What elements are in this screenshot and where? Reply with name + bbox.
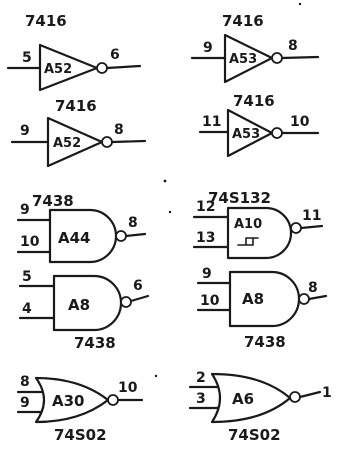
- nand-gate-g5: 7438 9 10 A44 8: [16, 192, 147, 264]
- input-pin-a: 9: [202, 266, 212, 282]
- inverter-gate-g4: 7416 11 A53 10: [198, 92, 320, 158]
- nand-gate-g8: 9 10 A8 8 7438: [196, 266, 328, 351]
- input-pin-b: 13: [196, 230, 215, 246]
- inverter-gate-g2: 7416 9 A53 8: [190, 12, 320, 84]
- part-number: 7416: [233, 92, 275, 110]
- part-number: 74S02: [54, 426, 107, 444]
- output-wire: [307, 294, 328, 301]
- schmitt-hysteresis-icon: [237, 237, 259, 246]
- input-pin-a: 9: [20, 202, 30, 218]
- inverter-gate-g1: 7416 5 A52 6: [6, 12, 142, 92]
- inverter-gate-g3: 7416 9 A52 8: [10, 97, 147, 168]
- output-wire: [110, 139, 147, 144]
- output-pin: 8: [128, 215, 138, 231]
- part-number: 74S132: [208, 189, 271, 207]
- gate-label: A8: [68, 296, 90, 314]
- inverter-body: [223, 33, 274, 84]
- inverting-bubble: [289, 391, 301, 403]
- scan-speck: [168, 210, 172, 214]
- gate-label: A53: [229, 52, 257, 67]
- input-pin-a: 2: [196, 370, 206, 386]
- part-number: 7438: [32, 192, 74, 210]
- gate-label: A6: [232, 390, 254, 408]
- nand-body: [228, 270, 301, 328]
- input-pin-b: 4: [22, 301, 32, 317]
- input-pin-b: 3: [196, 391, 206, 407]
- output-pin: 11: [302, 208, 321, 224]
- part-number: 7416: [25, 12, 67, 30]
- output-pin: 8: [308, 280, 318, 296]
- nor-body: [34, 376, 110, 424]
- input-pin-a: 5: [22, 269, 32, 285]
- input-pin-a: 8: [20, 374, 30, 390]
- input-pin-b: 10: [20, 234, 40, 250]
- scan-speck: [298, 2, 302, 6]
- part-number: 74S02: [228, 426, 281, 444]
- input-pin: 9: [203, 40, 213, 56]
- input-pin-b: 9: [20, 395, 30, 411]
- gate-label: A44: [58, 229, 90, 247]
- inverting-bubble: [115, 230, 127, 242]
- inverting-bubble: [96, 62, 108, 74]
- output-wire: [299, 224, 324, 230]
- nor-gate-g9: 8 9 A30 10 74S02: [16, 374, 144, 444]
- output-wire: [298, 390, 322, 399]
- output-pin: 6: [133, 278, 143, 294]
- scan-speck: [163, 179, 167, 183]
- gate-label: A30: [52, 392, 84, 410]
- output-pin: 6: [110, 47, 120, 63]
- gate-label: A10: [234, 217, 262, 232]
- output-wire: [129, 294, 150, 303]
- nand-schmitt-gate-g6: 74S132 12 13 A10 11: [192, 189, 324, 260]
- output-wire: [124, 232, 147, 238]
- output-pin: 1: [322, 385, 332, 401]
- gate-label: A52: [53, 136, 81, 151]
- inverting-bubble: [120, 296, 132, 308]
- inverting-bubble: [290, 222, 302, 234]
- gate-label: A52: [44, 62, 72, 77]
- input-pin: 11: [202, 114, 221, 130]
- input-pin: 9: [20, 123, 30, 139]
- inverting-bubble: [107, 394, 119, 406]
- part-number: 7416: [55, 97, 97, 115]
- inverting-bubble: [271, 52, 283, 64]
- nand-gate-g7: 5 4 A8 6 7438: [18, 269, 150, 352]
- output-wire: [105, 64, 142, 70]
- output-pin: 8: [114, 122, 124, 138]
- part-number: 7438: [244, 333, 286, 351]
- gate-label: A53: [232, 127, 260, 142]
- gate-label: A8: [242, 290, 264, 308]
- scan-speck: [154, 374, 158, 378]
- nor-body: [210, 372, 292, 424]
- inverting-bubble: [101, 136, 113, 148]
- nor-gate-g10: 2 3 A6 1 74S02: [188, 370, 332, 444]
- input-pin-a: 12: [196, 199, 215, 215]
- output-pin: 10: [290, 114, 310, 130]
- inverter-body: [46, 116, 104, 168]
- part-number: 7438: [74, 334, 116, 352]
- output-wire: [280, 55, 320, 60]
- input-pin: 5: [22, 50, 32, 66]
- nand-body: [52, 274, 123, 332]
- output-pin: 8: [288, 38, 298, 54]
- nand-body: [226, 206, 293, 260]
- inverting-bubble: [271, 127, 283, 139]
- part-number: 7416: [222, 12, 264, 30]
- inverter-body: [226, 108, 274, 158]
- inverter-body: [38, 43, 99, 92]
- input-pin-b: 10: [200, 293, 220, 309]
- output-pin: 10: [118, 380, 138, 396]
